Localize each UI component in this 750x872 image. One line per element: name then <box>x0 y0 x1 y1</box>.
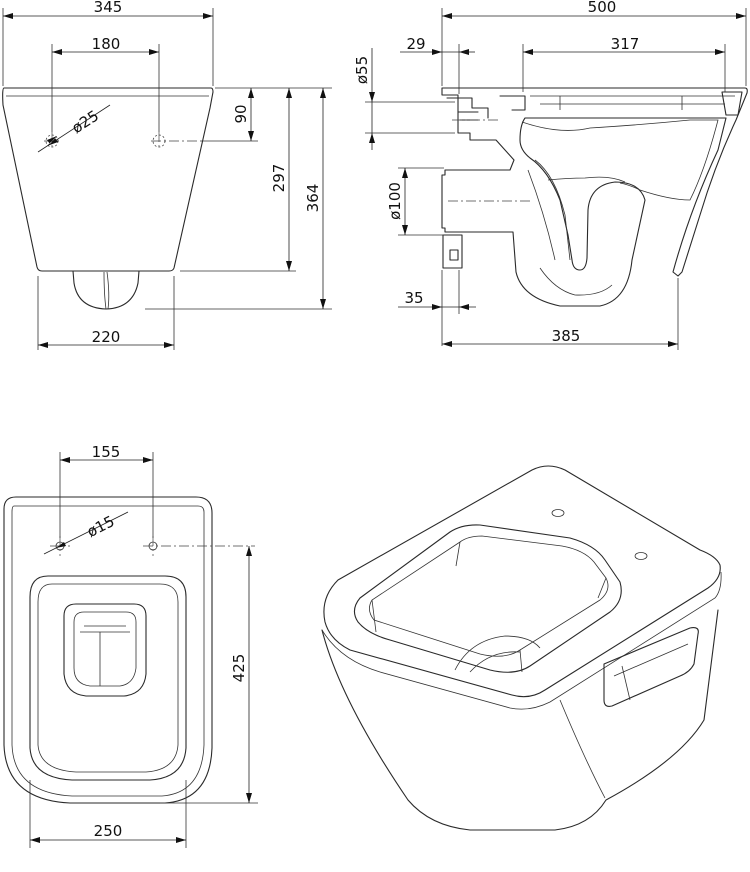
arrow-head <box>60 457 153 463</box>
arrow-head <box>56 542 66 548</box>
iso-bowl-inner <box>369 535 609 657</box>
ext-line-155 <box>59 452 154 538</box>
hole-axis-v <box>51 132 160 150</box>
dim-front-body-height: 297 <box>270 164 288 193</box>
iso-fixing-hole-2 <box>634 552 648 560</box>
dim-top-length: 425 <box>230 654 248 683</box>
dim-top-hole-spacing: 155 <box>92 443 121 461</box>
top-view-bowl-outer <box>29 575 187 781</box>
dim-side-total-depth: 500 <box>588 0 617 16</box>
dim-side-bowl-length: 317 <box>611 35 640 53</box>
arrow-head <box>432 304 469 310</box>
dim-top-width: 250 <box>94 822 123 840</box>
side-view-inlet-fitting <box>446 95 526 121</box>
iso-side-recess <box>603 627 699 707</box>
dim-front-width-top: 345 <box>94 0 123 16</box>
ext-line-250 <box>29 780 187 848</box>
iso-body-side <box>559 699 606 799</box>
top-view-outer-outline <box>3 496 213 804</box>
front-view-outlet-spigot <box>72 270 140 310</box>
iso-side-recess-inner <box>613 643 689 701</box>
top-view-bowl-inner <box>37 583 179 773</box>
side-view-rim-block <box>721 91 743 116</box>
top-view: 155 ø15 425 250 <box>3 443 258 848</box>
dim-front-total-height: 364 <box>304 184 322 213</box>
ext-line-220 <box>37 276 175 350</box>
side-view-shell-section <box>441 87 748 307</box>
isometric-view <box>321 465 722 831</box>
ext-line-100 <box>398 167 444 236</box>
front-view-outlet-inner <box>103 271 110 310</box>
side-view: 500 29 317 ø55 ø100 35 385 <box>353 0 748 350</box>
side-view-trap-inner <box>527 169 613 296</box>
front-view-body-outline <box>2 87 214 272</box>
ext-line-345 <box>2 8 214 86</box>
side-view-base-fitting <box>442 234 463 269</box>
iso-top-surface <box>323 465 721 698</box>
side-view-rim-lines <box>530 95 735 110</box>
iso-trap-opening <box>454 635 541 673</box>
top-view-trap-inner <box>73 611 137 687</box>
dim-top-hole-diameter: ø15 <box>84 512 117 541</box>
dim-front-hole-height: 90 <box>232 104 250 123</box>
ext-line-500 <box>441 8 747 86</box>
ext-line-35 <box>441 270 460 346</box>
dim-side-outlet-diameter: ø100 <box>386 182 404 220</box>
dim-front-hole-spacing: 180 <box>92 35 121 53</box>
dim-side-base-depth: 385 <box>552 327 581 345</box>
iso-rim-edge <box>321 571 722 710</box>
ext-line-180 <box>51 44 160 132</box>
dim-side-inlet-offset: 29 <box>406 35 425 53</box>
top-view-trap-opening <box>63 603 147 697</box>
side-view-bowl-trap <box>534 159 626 261</box>
iso-fixing-hole-1 <box>551 509 565 517</box>
dim-front-width-bottom: 220 <box>92 328 121 346</box>
top-hole-axis <box>50 536 255 556</box>
dim-side-outlet-offset: 35 <box>404 289 423 307</box>
top-view-rim-line <box>11 505 205 797</box>
ext-lines-right <box>145 87 332 310</box>
side-view-bowl-inner <box>521 119 719 201</box>
iso-bowl-opening <box>353 524 622 673</box>
dim-side-inlet-diameter: ø55 <box>353 56 371 84</box>
front-view: 345 180 ø25 90 297 364 220 <box>2 0 332 350</box>
ext-line-55 <box>365 101 455 134</box>
dim-front-hole-diameter: ø25 <box>69 107 103 137</box>
arrow-head <box>47 136 58 146</box>
ext-line-29-317 <box>458 44 726 94</box>
iso-body <box>321 609 719 831</box>
iso-bowl-wall-lines <box>371 541 607 673</box>
